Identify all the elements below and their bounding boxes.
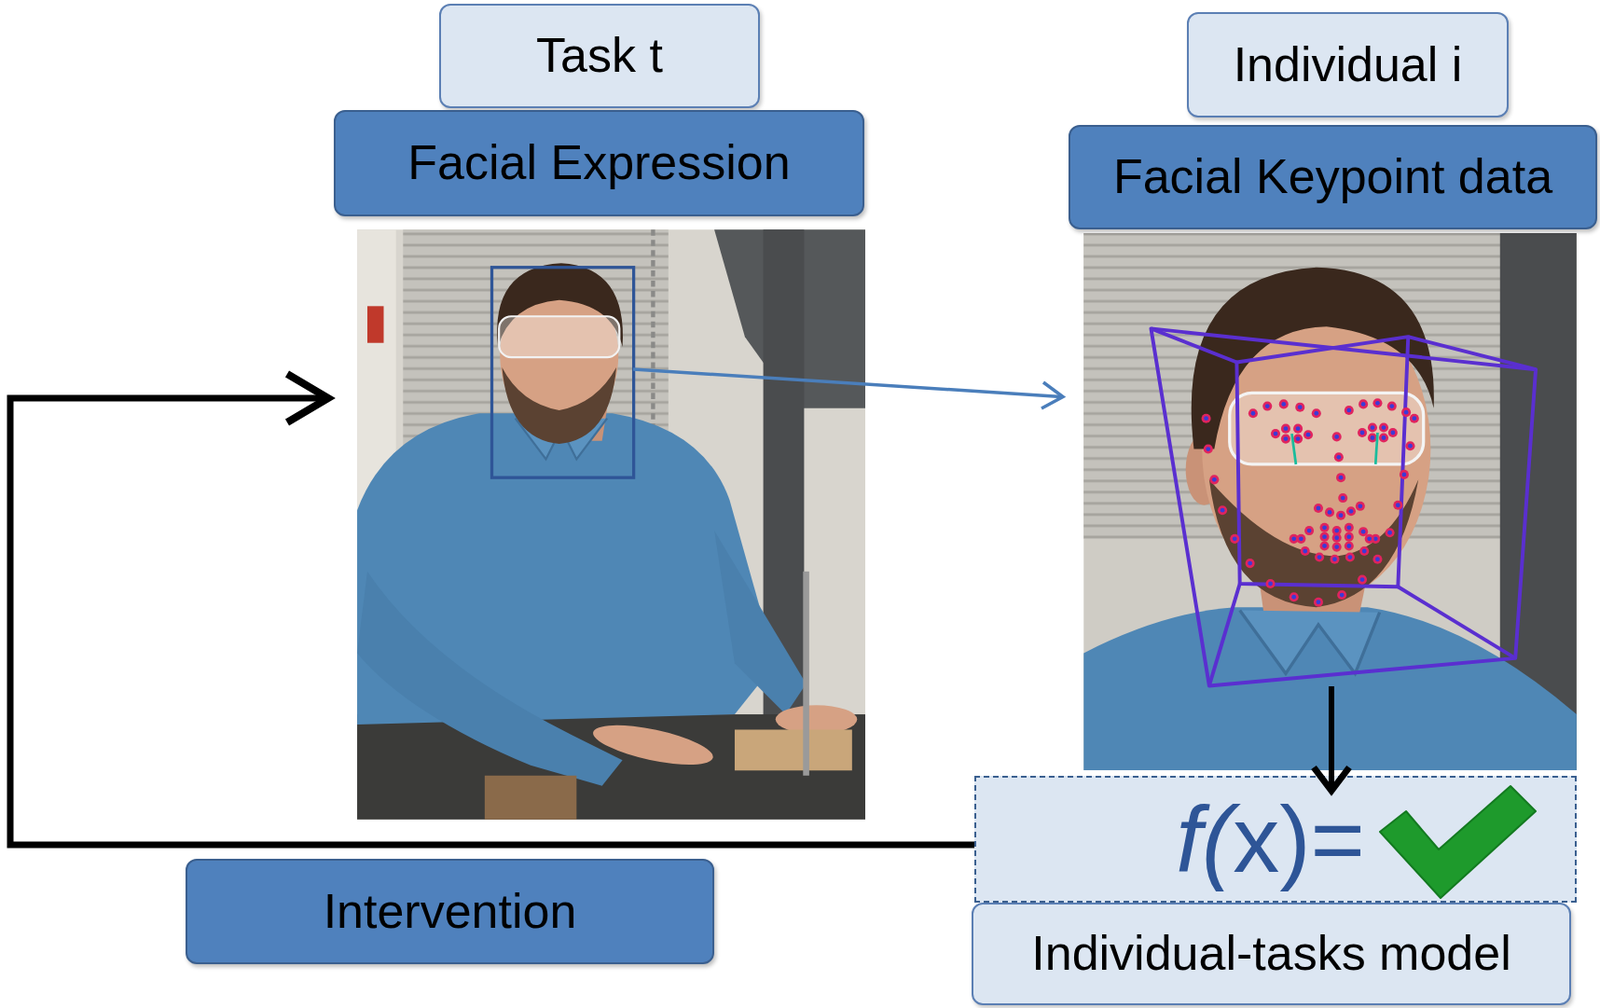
check-mark	[1379, 786, 1536, 898]
model-box: Individual-tasks model	[971, 902, 1572, 1006]
crop-arrow	[633, 369, 1063, 409]
box-label: Task t	[536, 27, 663, 84]
box-label: Facial Expression	[407, 135, 790, 192]
model-function-box: f(x)=	[974, 775, 1577, 903]
intervention-box: Intervention	[185, 858, 715, 965]
data-box: Facial Keypoint data	[1068, 124, 1598, 230]
individual-box: Individual i	[1186, 12, 1509, 118]
box-label: Facial Keypoint data	[1113, 149, 1553, 206]
box-label: Individual i	[1233, 37, 1463, 94]
task-box: Task t	[439, 3, 760, 109]
box-label: Individual-tasks model	[1031, 925, 1511, 982]
box-label: f(x)=	[1175, 792, 1366, 886]
box-label: Intervention	[323, 883, 578, 940]
feedback-loop	[10, 373, 975, 845]
task-photo	[357, 229, 866, 820]
keypoint-photo	[1083, 233, 1577, 771]
input-box: Facial Expression	[333, 110, 865, 217]
model-arrow	[1313, 686, 1350, 791]
